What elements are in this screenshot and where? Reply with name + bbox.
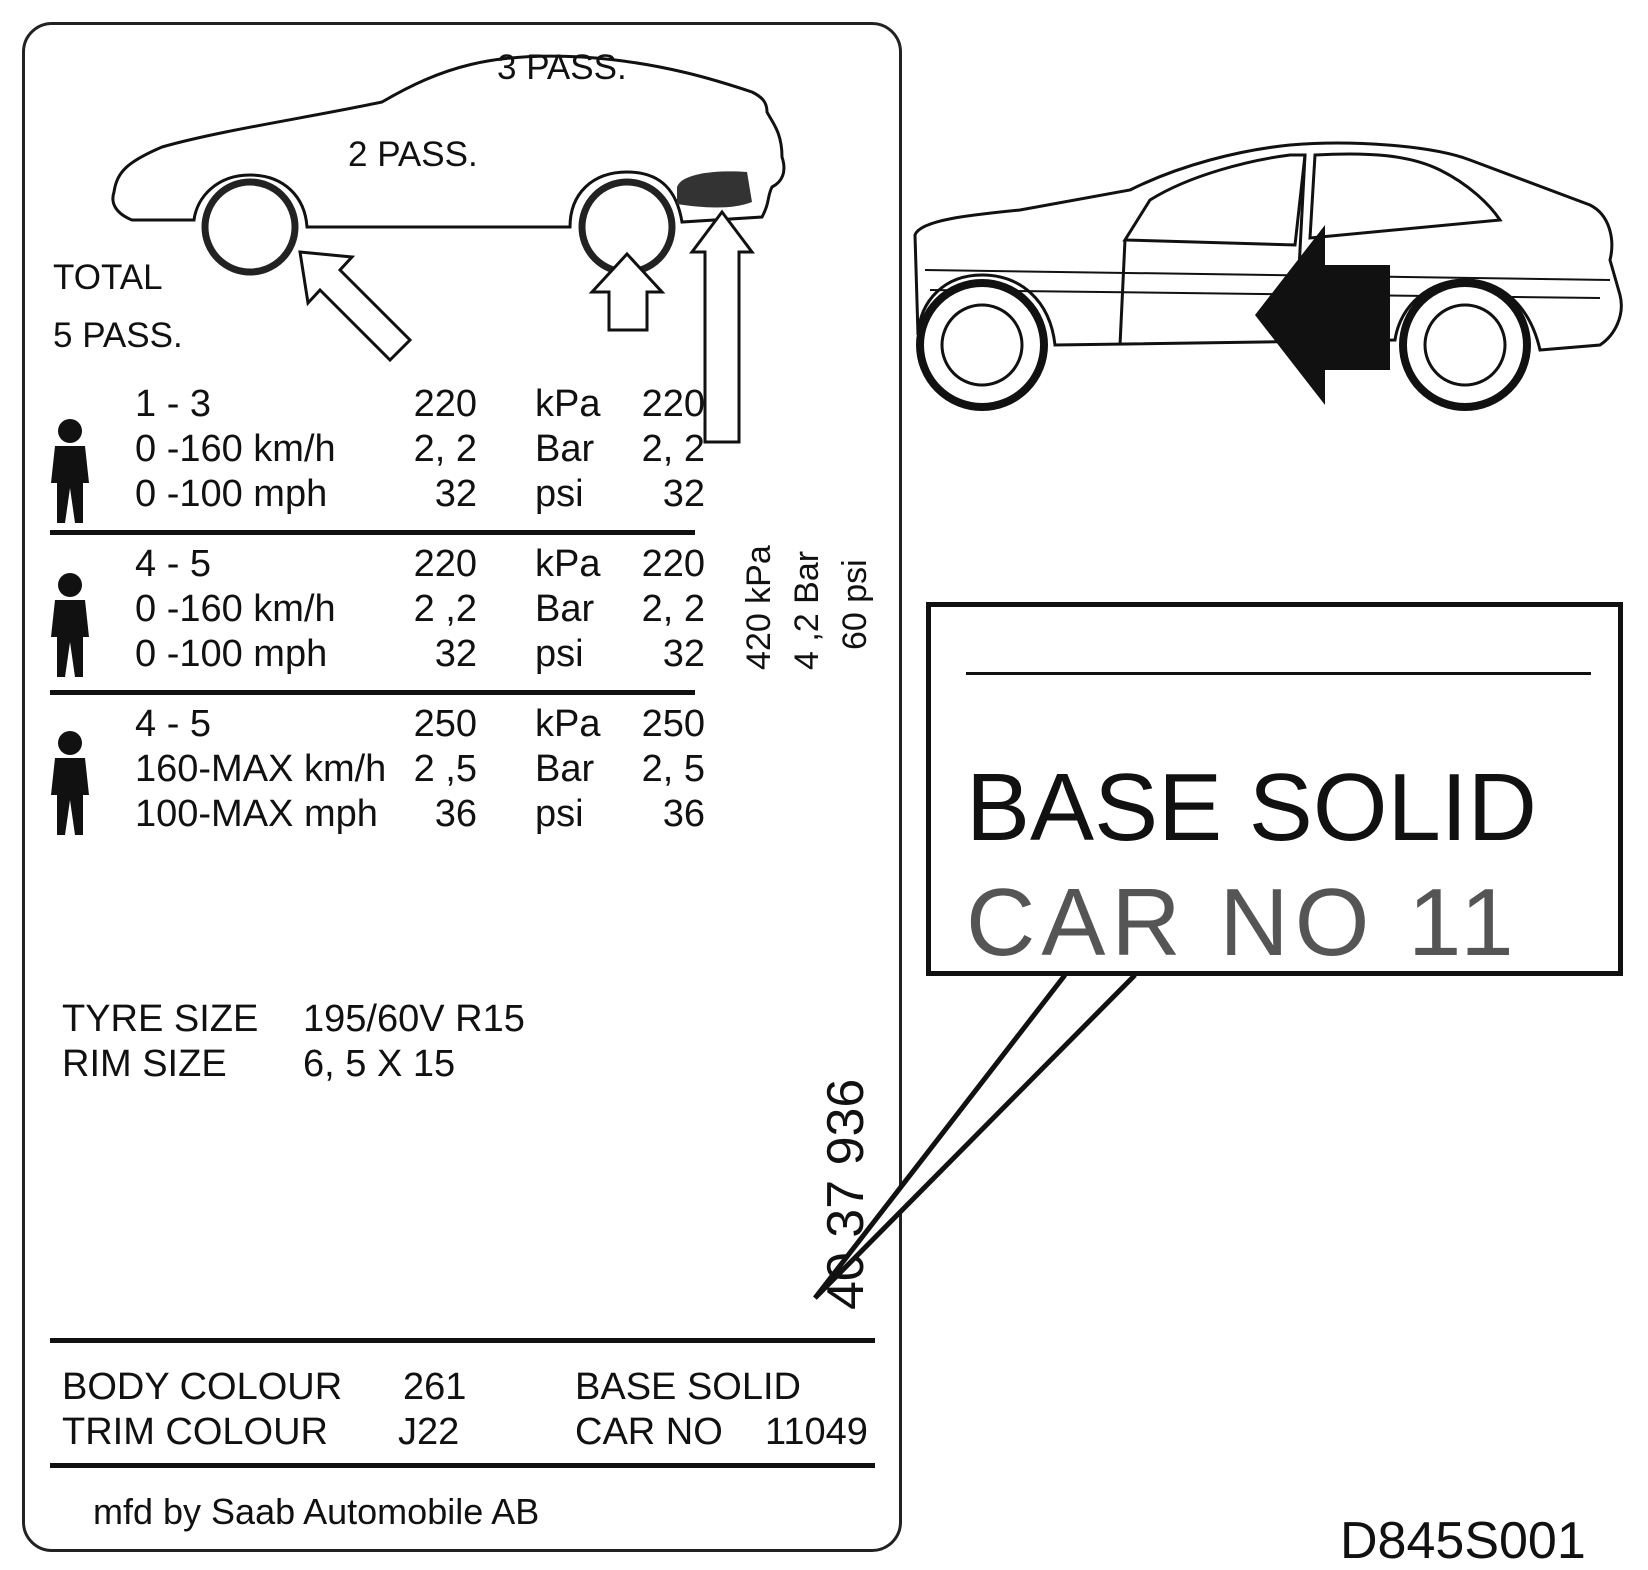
speed-kmh: 160-MAX km/h: [135, 748, 387, 790]
rim-size-value: 6, 5 X 15: [303, 1043, 456, 1085]
pressure-unit: Bar: [535, 588, 595, 630]
rear-pressure: 220: [641, 543, 705, 585]
speed-kmh: 0 -160 km/h: [135, 588, 336, 630]
front-wheel: [201, 178, 299, 276]
tyre-size-label: TYRE SIZE: [62, 998, 259, 1040]
front-wheel-arrow: [298, 250, 413, 363]
location-arrow: [1255, 225, 1390, 405]
front-pressure: 250: [413, 703, 477, 745]
manufacturer-text: mfd by Saab Automobile AB: [93, 1491, 540, 1532]
rear-pressure: 2, 2: [641, 588, 705, 630]
base-solid-text: BASE SOLID: [575, 1366, 801, 1408]
pressure-unit: Bar: [535, 748, 595, 790]
pressure-group-2: 4 - 5 220 kPa 220 0 -160 km/h 2 ,2 Bar 2…: [135, 545, 705, 685]
pressure-unit: psi: [535, 473, 584, 515]
divider: [50, 530, 695, 535]
pressure-unit: kPa: [535, 703, 601, 745]
pass-count: 1 - 3: [135, 383, 212, 425]
callout-box: [926, 602, 1623, 976]
pressure-unit: kPa: [535, 383, 601, 425]
pass-count: 4 - 5: [135, 703, 212, 745]
callout-title: BASE SOLID: [966, 754, 1537, 861]
rear-pressure: 32: [662, 473, 705, 515]
callout-subtitle: CAR NO 11: [966, 869, 1520, 976]
divider: [50, 1338, 875, 1343]
rear-wheel-arrow: [588, 251, 666, 332]
speed-mph: 100-MAX mph: [135, 793, 378, 835]
callout-pointer: [813, 973, 1137, 1300]
front-pressure: 2 ,2: [413, 588, 477, 630]
rear-pressure: 2, 2: [641, 428, 705, 470]
rear-pressure: 36: [662, 793, 705, 835]
pressure-unit: psi: [535, 793, 584, 835]
label-3-pass: 3 PASS.: [497, 48, 627, 87]
divider: [50, 1463, 875, 1468]
front-pressure: 32: [434, 633, 477, 675]
front-pressure: 220: [413, 543, 477, 585]
pass-count: 4 - 5: [135, 543, 212, 585]
rear-pressure: 220: [641, 383, 705, 425]
pressure-group-1: 1 - 3 220 kPa 220 0 -160 km/h 2, 2 Bar 2…: [135, 385, 705, 525]
car-side-illustration: [913, 141, 1623, 411]
front-pressure: 2 ,5: [413, 748, 477, 790]
trim-colour-label: TRIM COLOUR: [62, 1411, 328, 1453]
speed-mph: 0 -100 mph: [135, 473, 328, 515]
rear-window: [1308, 152, 1503, 240]
rear-pressure: 2, 5: [641, 748, 705, 790]
rear-pressure: 32: [662, 633, 705, 675]
callout-divider: [966, 672, 1591, 675]
rim-size-label: RIM SIZE: [62, 1043, 227, 1085]
pressure-group-3: 4 - 5 250 kPa 250 160-MAX km/h 2 ,5 Bar …: [135, 705, 705, 845]
front-pressure: 32: [434, 473, 477, 515]
person-icon-group-1: [51, 419, 89, 523]
body-colour-value: 261: [403, 1366, 467, 1408]
pressure-unit: kPa: [535, 543, 601, 585]
front-pressure: 220: [413, 383, 477, 425]
label-total-pass: 5 PASS.: [53, 316, 183, 355]
pressure-unit: psi: [535, 633, 584, 675]
label-2-pass: 2 PASS.: [348, 135, 478, 174]
car-no-value: 11049: [765, 1411, 868, 1453]
pressure-unit: Bar: [535, 428, 595, 470]
tyre-size-value: 195/60V R15: [303, 998, 525, 1040]
divider: [50, 690, 695, 695]
figure-code: D845S001: [1340, 1512, 1586, 1570]
front-pressure: 2, 2: [413, 428, 477, 470]
rear-pressure: 250: [641, 703, 705, 745]
front-window: [1122, 153, 1307, 247]
callout-subtitle-clip: CAR NO 11: [966, 875, 1586, 971]
car-outline-diagram: [111, 54, 786, 444]
tyre-pressure-label: [22, 22, 902, 1552]
front-pressure: 36: [434, 793, 477, 835]
person-icon-group-3: [51, 731, 89, 835]
spare-wheel-arrow: [689, 209, 755, 444]
speed-kmh: 0 -160 km/h: [135, 428, 336, 470]
car-no-label: CAR NO: [575, 1411, 723, 1453]
speed-mph: 0 -100 mph: [135, 633, 328, 675]
body-colour-label: BODY COLOUR: [62, 1366, 343, 1408]
label-total: TOTAL: [53, 258, 163, 297]
trim-colour-value: J22: [398, 1411, 460, 1453]
person-icon-group-2: [51, 573, 89, 677]
part-number: 40 37 936: [817, 1078, 875, 1310]
